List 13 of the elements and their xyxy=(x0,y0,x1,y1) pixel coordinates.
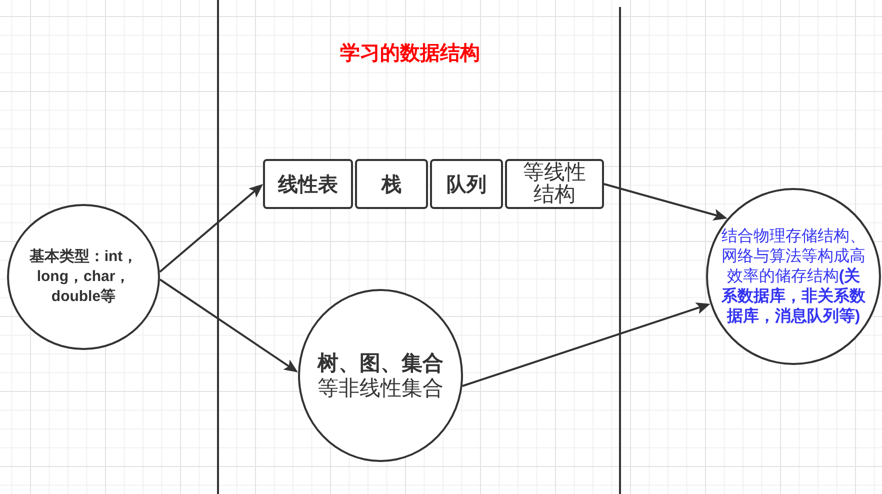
node-heading: 树、图、集合 xyxy=(316,350,444,376)
arrow xyxy=(159,278,298,372)
arrow xyxy=(462,302,710,387)
concept-box: 线性表 xyxy=(263,159,353,209)
arrow xyxy=(604,183,728,220)
concept-box: 等线性结构 xyxy=(505,159,604,209)
title: 学习的数据结构 xyxy=(340,42,480,66)
node-text: 基本类型：int，long，char，double等 xyxy=(28,247,139,307)
node-text: 结合物理存储结构、网络与算法等构成高效率的储存结构(关系数据库，非关系数据库，消息队列等) xyxy=(720,226,866,326)
concept-box: 队列 xyxy=(430,159,503,209)
node-text: 等非线性集合 xyxy=(316,376,444,400)
concept-box: 栈 xyxy=(355,159,428,209)
arrow xyxy=(159,184,264,273)
